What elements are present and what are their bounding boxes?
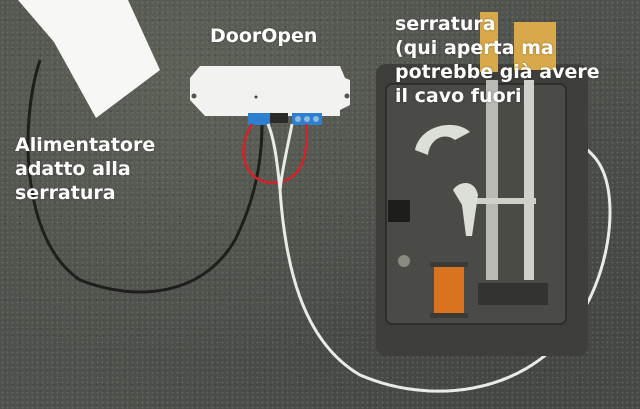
label-power-supply-line-1: Alimentatore bbox=[15, 134, 156, 156]
power-supply bbox=[18, 0, 160, 118]
label-lock-line-1: serratura bbox=[395, 13, 496, 35]
white-wire-pair bbox=[266, 123, 294, 191]
label-power-supply-line-3: serratura bbox=[15, 182, 116, 204]
label-dooropen: DoorOpen bbox=[210, 24, 317, 48]
label-lock-line-4: il cavo fuori bbox=[395, 85, 522, 107]
label-lock-line-2: (qui aperta ma bbox=[395, 37, 554, 59]
electric-lock bbox=[376, 12, 588, 356]
red-wire bbox=[242, 123, 308, 184]
label-lock: serratura (qui aperta ma potrebbe già av… bbox=[395, 12, 600, 108]
power-cable bbox=[26, 59, 264, 294]
label-dooropen-text: DoorOpen bbox=[210, 25, 318, 47]
label-lock-line-3: potrebbe già avere bbox=[395, 61, 600, 83]
label-power-supply-line-2: adatto alla bbox=[15, 158, 131, 180]
label-power-supply: Alimentatore adatto alla serratura bbox=[15, 133, 155, 205]
dooropen-module bbox=[190, 66, 350, 125]
